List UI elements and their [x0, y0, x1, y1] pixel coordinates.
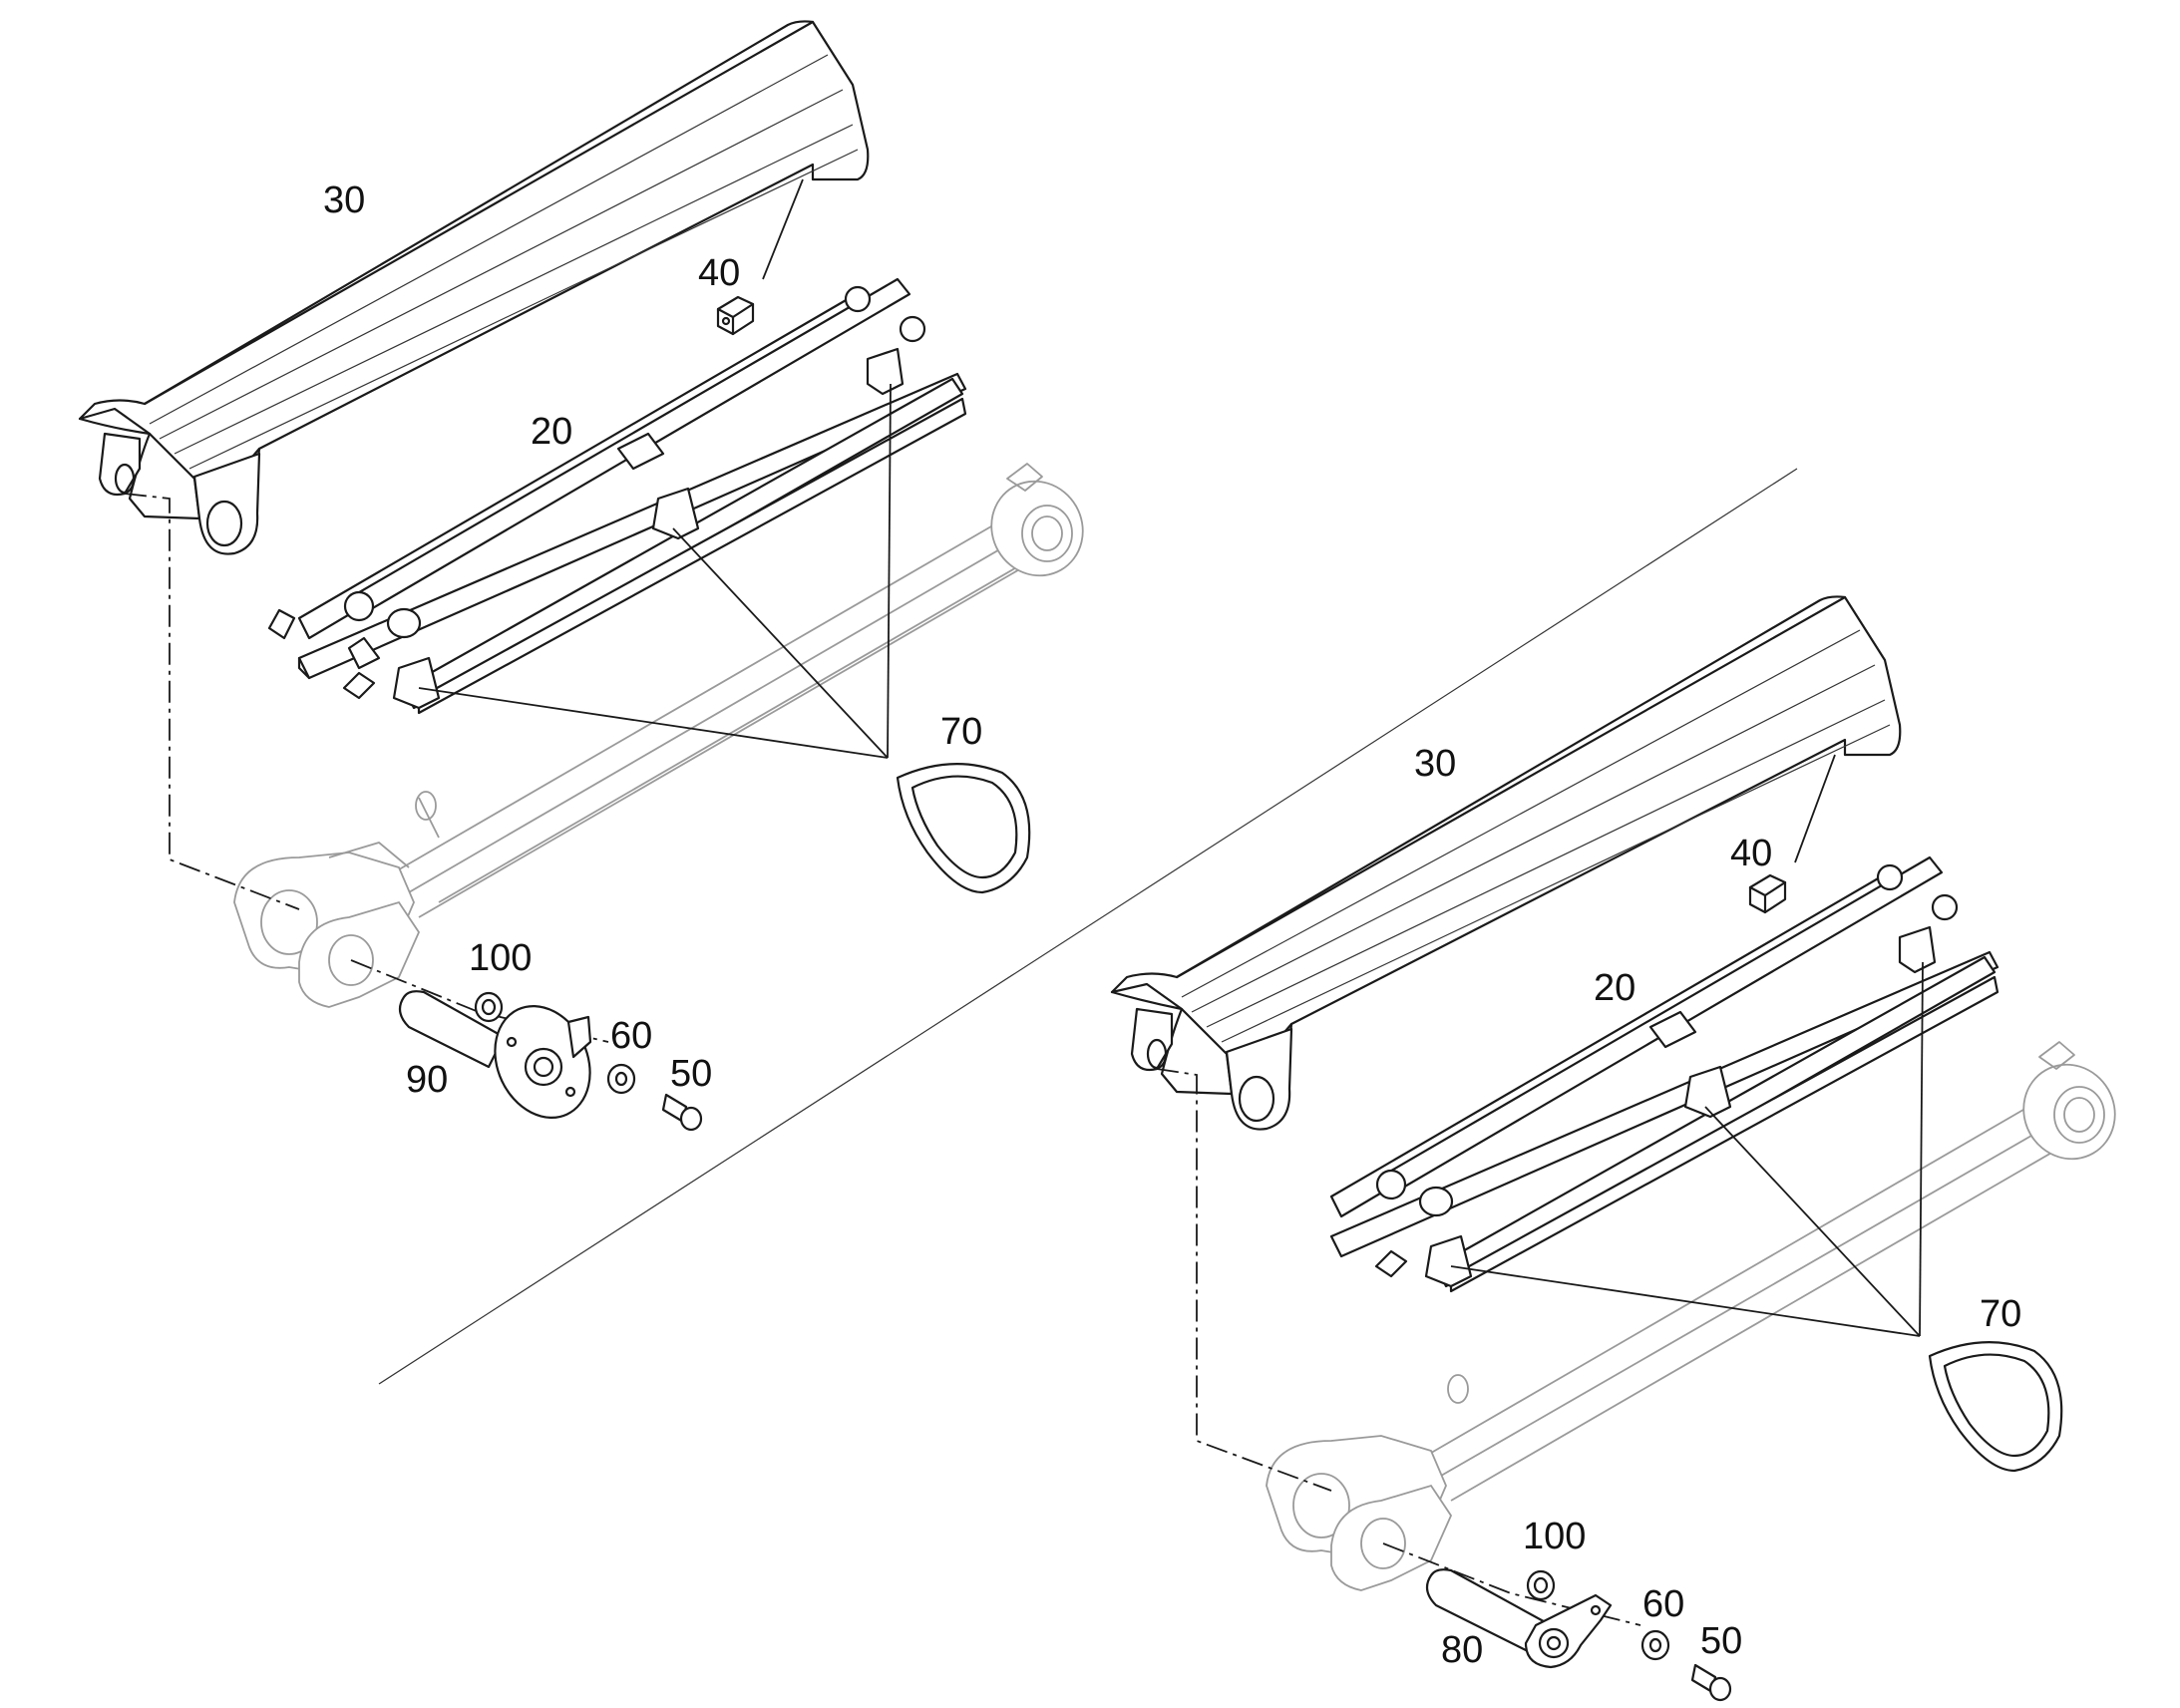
- right-centerline-2: [1382, 1542, 1641, 1626]
- left-pin-part-90: [398, 990, 592, 1120]
- left-leader-70-a: [418, 687, 889, 759]
- left-callout-90: 90: [406, 1059, 448, 1101]
- left-assembly: 30 40 20 70 100 60 50 90: [78, 20, 1084, 1132]
- left-leader-70-b: [672, 527, 889, 759]
- left-washer-part-60: [606, 1063, 636, 1095]
- left-strap-part-70: [896, 763, 1031, 894]
- right-leader-40: [1794, 754, 1836, 863]
- left-nut-part-40: [716, 295, 755, 336]
- right-callout-50: 50: [1700, 1620, 1742, 1662]
- right-leader-70-a: [1450, 1265, 1921, 1337]
- left-callout-100: 100: [469, 937, 532, 979]
- right-callout-30: 30: [1414, 743, 1456, 785]
- left-cover-part-30: [78, 20, 870, 555]
- left-bolt-part-50: [661, 1093, 703, 1132]
- separator-line: [378, 468, 1798, 1385]
- right-callout-100: 100: [1523, 1516, 1586, 1557]
- right-assembly: 30 40 20 70 100 60 50 80: [1110, 595, 2116, 1702]
- right-leader-70-c: [1919, 961, 1924, 1337]
- left-leader-40: [762, 178, 804, 280]
- left-washer-part-100: [474, 991, 504, 1023]
- right-frame-part-20: [1329, 855, 1999, 1293]
- left-frame-part-20: [267, 277, 967, 715]
- left-callout-50: 50: [670, 1053, 712, 1095]
- right-centerline: [1156, 1068, 1332, 1492]
- right-bolt-part-50: [1690, 1663, 1732, 1702]
- left-centerline-2: [350, 959, 609, 1043]
- right-pin-part-80: [1425, 1568, 1613, 1669]
- right-strap-part-70: [1928, 1341, 2063, 1473]
- right-callout-80: 80: [1441, 1629, 1483, 1671]
- right-washer-part-60: [1640, 1629, 1670, 1661]
- right-callout-60: 60: [1642, 1583, 1684, 1625]
- right-nut-part-40: [1748, 873, 1787, 914]
- left-centerline: [124, 493, 300, 910]
- right-cover-part-30: [1110, 595, 1902, 1131]
- left-callout-20: 20: [531, 411, 572, 453]
- left-callout-30: 30: [323, 179, 365, 221]
- left-callout-60: 60: [610, 1015, 652, 1057]
- left-callout-40: 40: [698, 252, 740, 294]
- right-callout-70: 70: [1980, 1293, 2021, 1335]
- right-leader-70-b: [1704, 1106, 1921, 1337]
- left-hydraulic-cylinder: [233, 463, 1084, 1008]
- right-washer-part-100: [1526, 1569, 1556, 1601]
- left-callout-70: 70: [940, 711, 982, 753]
- right-hydraulic-cylinder: [1266, 1041, 2116, 1591]
- right-callout-20: 20: [1594, 967, 1635, 1009]
- right-callout-40: 40: [1730, 833, 1772, 874]
- left-leader-70-c: [887, 383, 892, 759]
